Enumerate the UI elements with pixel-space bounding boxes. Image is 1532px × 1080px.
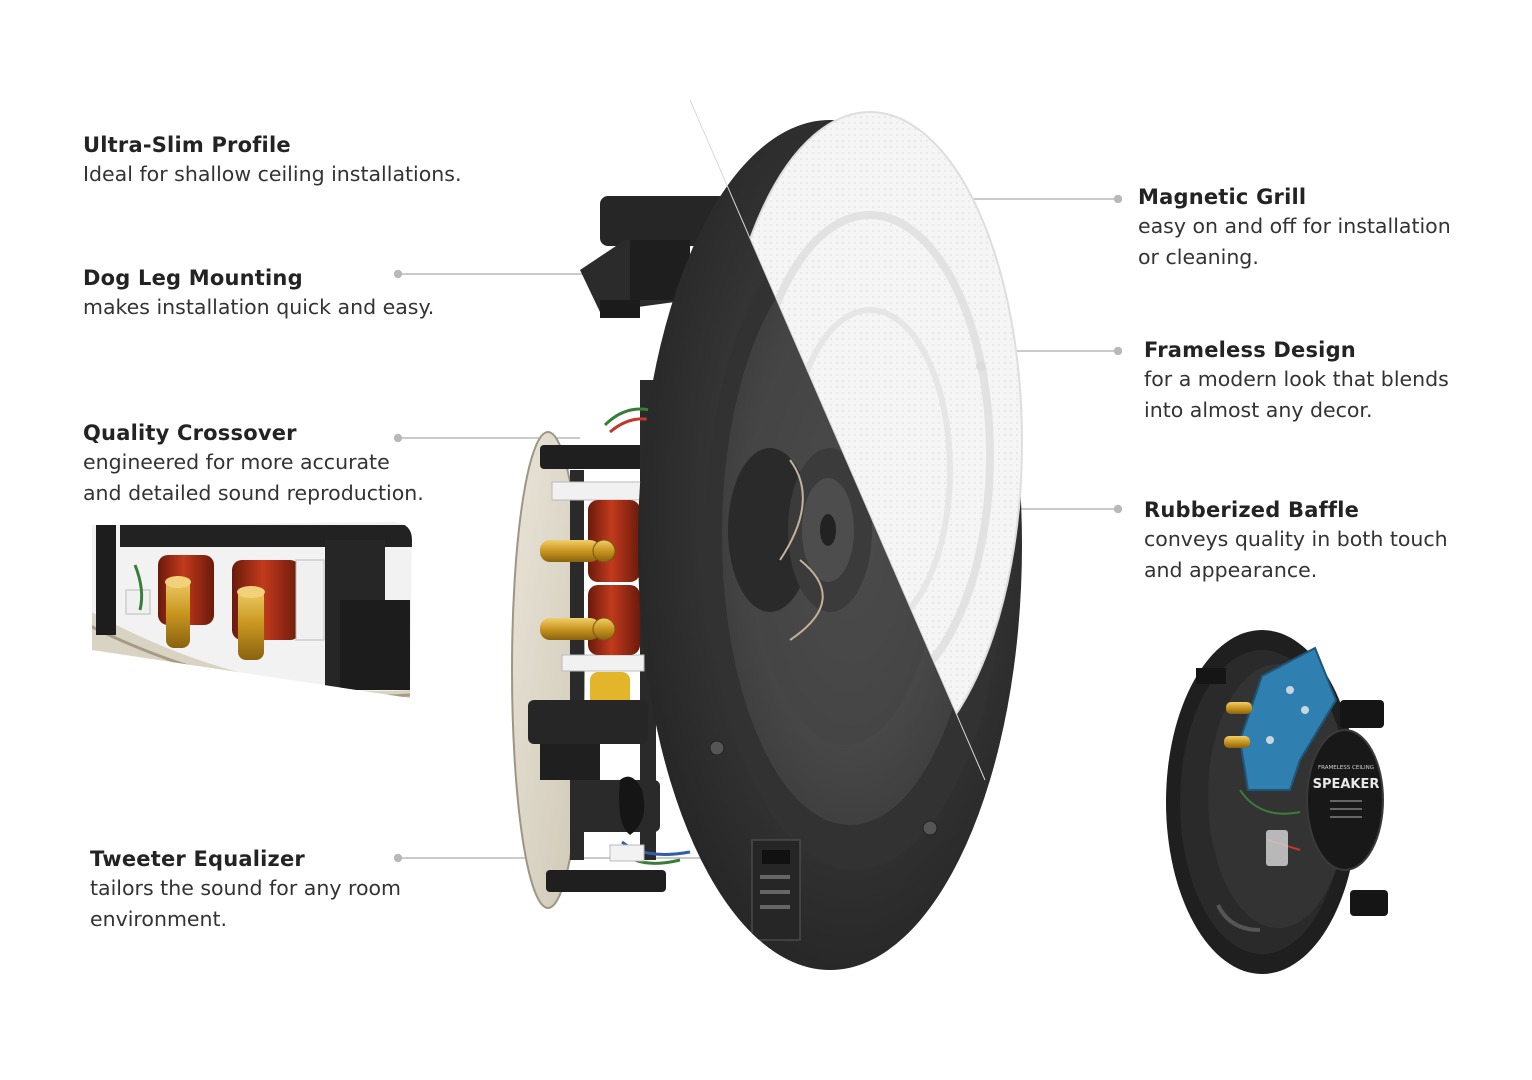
leader-dot bbox=[1113, 504, 1123, 514]
feature-description: easy on and off for installation or clea… bbox=[1138, 214, 1451, 269]
feature-title: Dog Leg Mounting bbox=[83, 266, 303, 290]
feature-description: tailors the sound for any room environme… bbox=[90, 876, 401, 931]
leader-dot bbox=[1113, 346, 1123, 356]
leader-dot bbox=[1113, 194, 1123, 204]
feature-frameless-design: Frameless Design for a modern look that … bbox=[1144, 336, 1449, 426]
inductor-coil bbox=[588, 500, 640, 582]
binding-post bbox=[1226, 702, 1252, 714]
feature-title: Quality Crossover bbox=[83, 421, 297, 445]
tweeter-equalizer-switch bbox=[751, 839, 801, 941]
feature-title: Ultra-Slim Profile bbox=[83, 133, 291, 157]
binding-post bbox=[237, 586, 265, 660]
leader-dot bbox=[393, 269, 403, 279]
dog-leg-clamp-top bbox=[580, 196, 730, 318]
crossover-closeup-inset bbox=[92, 522, 412, 698]
feature-title: Frameless Design bbox=[1144, 338, 1356, 362]
feature-description: for a modern look that blends into almos… bbox=[1144, 367, 1449, 422]
feature-tweeter-equalizer: Tweeter Equalizer tailors the sound for … bbox=[90, 845, 401, 935]
feature-title: Tweeter Equalizer bbox=[90, 847, 305, 871]
leader-dot bbox=[393, 853, 403, 863]
feature-rubberized-baffle: Rubberized Baffle conveys quality in bot… bbox=[1144, 496, 1448, 586]
binding-post bbox=[540, 539, 616, 563]
feature-ultra-slim-profile: Ultra-Slim Profile Ideal for shallow cei… bbox=[83, 131, 461, 190]
main-speaker bbox=[511, 99, 1023, 970]
feature-title: Magnetic Grill bbox=[1138, 185, 1307, 209]
tweeter bbox=[728, 448, 872, 641]
screw bbox=[709, 740, 725, 756]
binding-post bbox=[1224, 736, 1250, 748]
binding-post bbox=[540, 617, 616, 641]
feature-magnetic-grill: Magnetic Grill easy on and off for insta… bbox=[1138, 183, 1451, 273]
binding-post bbox=[165, 576, 191, 648]
rear-view-speaker: FRAMELESS CEILING SPEAKER bbox=[1166, 630, 1388, 974]
rear-crossover-board bbox=[1238, 646, 1338, 791]
feature-description: makes installation quick and easy. bbox=[83, 295, 435, 319]
rear-label-line1: FRAMELESS CEILING bbox=[1318, 765, 1374, 771]
rear-label-line2: SPEAKER bbox=[1313, 777, 1380, 792]
feature-title: Rubberized Baffle bbox=[1144, 498, 1360, 522]
feature-quality-crossover: Quality Crossover engineered for more ac… bbox=[83, 419, 424, 509]
screw bbox=[922, 820, 938, 836]
feature-dog-leg-mounting: Dog Leg Mounting makes installation quic… bbox=[83, 264, 434, 323]
feature-description: Ideal for shallow ceiling installations. bbox=[83, 162, 462, 186]
dog-leg-clamp-bottom bbox=[528, 700, 660, 835]
leader-dot bbox=[393, 433, 403, 443]
feature-description: engineered for more accurate and detaile… bbox=[83, 450, 424, 505]
feature-description: conveys quality in both touch and appear… bbox=[1144, 527, 1448, 582]
